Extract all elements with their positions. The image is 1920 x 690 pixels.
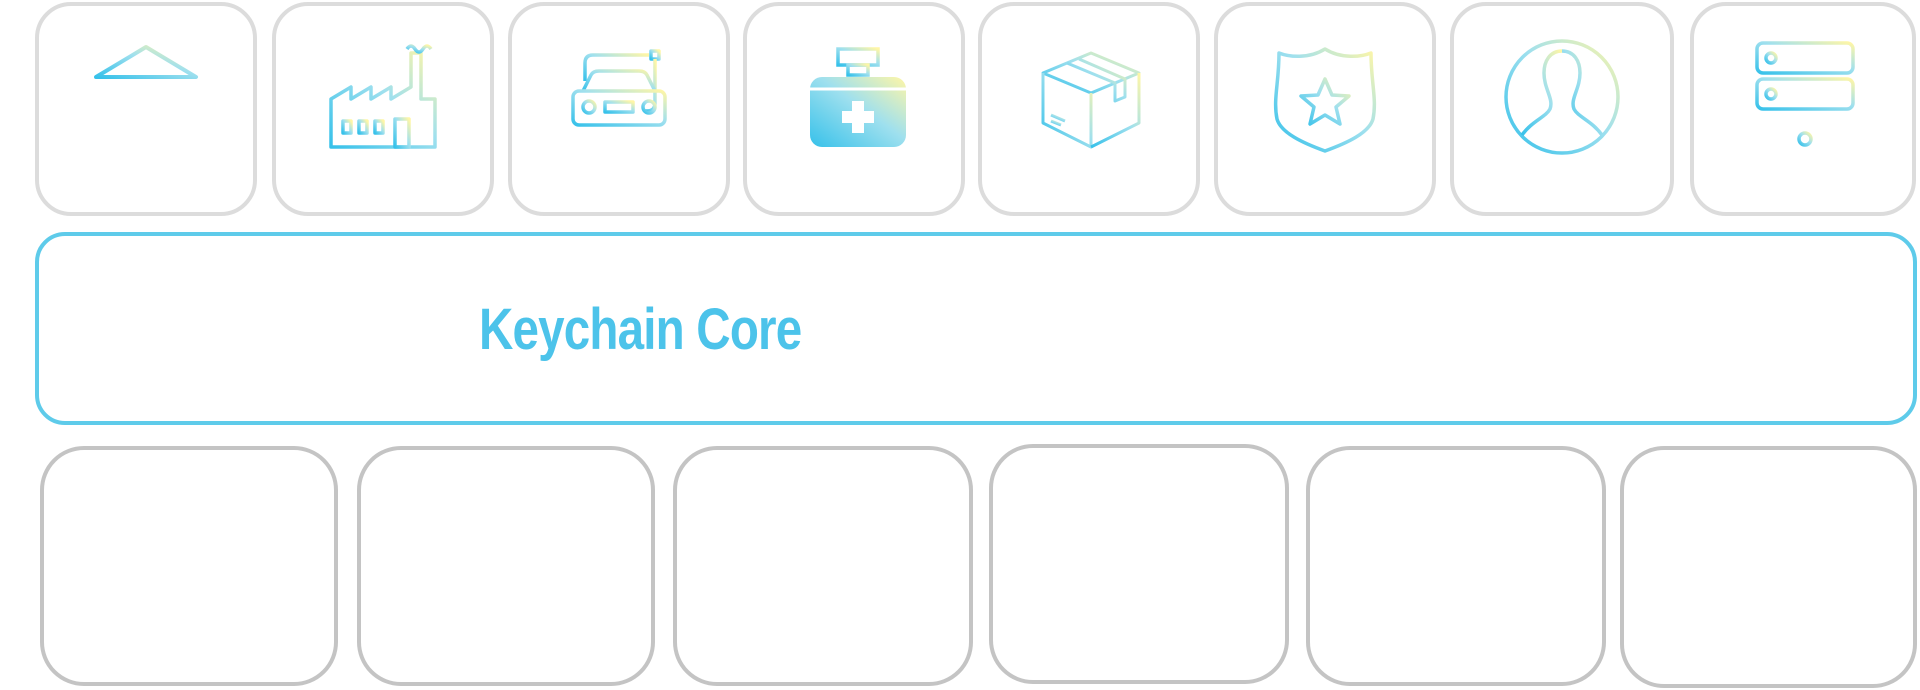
bottom-card-5[interactable]	[1306, 446, 1606, 686]
user-profile-icon	[1504, 39, 1620, 155]
electric-car-icon	[571, 49, 667, 139]
medical-kit-icon	[810, 47, 906, 147]
icon-card-bank[interactable]	[35, 2, 257, 216]
icon-card-police[interactable]	[1214, 2, 1436, 216]
bottom-card-1[interactable]	[40, 446, 338, 686]
bottom-card-2[interactable]	[357, 446, 655, 686]
icon-card-electric-car[interactable]	[508, 2, 730, 216]
icon-card-factory[interactable]	[272, 2, 494, 216]
package-box-icon	[1041, 51, 1141, 149]
icon-card-medical-kit[interactable]	[743, 2, 965, 216]
bottom-card-4[interactable]	[989, 444, 1289, 684]
police-badge-icon	[1273, 47, 1377, 153]
core-title: Keychain Core	[479, 297, 802, 362]
server-network-icon	[1755, 41, 1855, 147]
bank-icon	[94, 45, 198, 148]
icon-card-package[interactable]	[978, 2, 1200, 216]
icon-card-user[interactable]	[1450, 2, 1674, 216]
bottom-card-6[interactable]	[1620, 446, 1917, 688]
factory-icon	[329, 44, 437, 149]
bottom-card-3[interactable]	[673, 446, 973, 686]
keychain-core-box: Keychain Core	[35, 232, 1917, 425]
icon-card-server[interactable]	[1690, 2, 1916, 216]
